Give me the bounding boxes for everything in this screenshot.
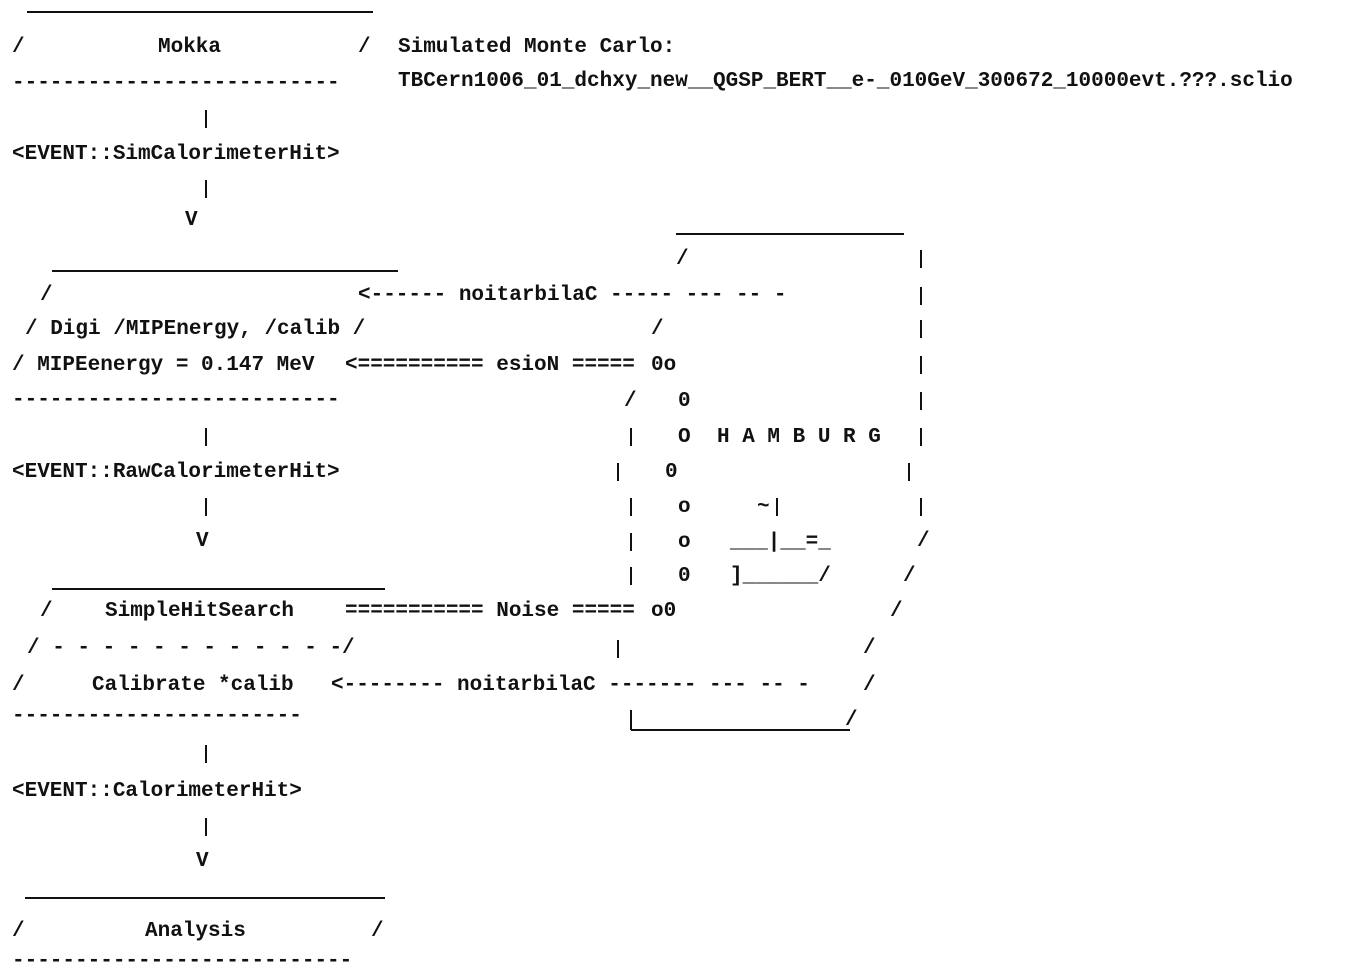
boat-deck: ___|__=_ <box>730 531 831 554</box>
hamburg-left-edge-6 <box>630 498 632 516</box>
hamburg-right-edge-12: / <box>863 637 876 660</box>
hamburg-right-edge-2 <box>920 287 922 305</box>
flow-pipe-4 <box>205 498 207 516</box>
hamburg-right-edge-10: / <box>903 565 916 588</box>
hit-box-divider: / - - - - - - - - - - - -/ <box>27 637 355 660</box>
mip-energy-label: / MIPEenergy = 0.147 MeV <box>12 354 315 377</box>
analysis-box-bottom-rule: --------------------------- <box>12 950 353 973</box>
hamburg-bubble-4: o <box>678 496 691 519</box>
hamburg-bubble-2: O <box>678 426 691 449</box>
mokka-box-left-slash: / <box>12 36 25 59</box>
hamburg-right-edge-11: / <box>890 600 903 623</box>
monte-carlo-file: TBCern1006_01_dchxy_new__QGSP_BERT__e-_0… <box>398 70 1293 93</box>
hamburg-right-edge-7 <box>908 463 910 481</box>
simple-hit-search-label: SimpleHitSearch <box>105 600 295 623</box>
hamburg-left-edge-7 <box>630 533 632 551</box>
flow-pipe-3 <box>205 428 207 446</box>
hamburg-bottom-rule <box>631 729 850 731</box>
analysis-box-right-slash: / <box>371 920 384 943</box>
mokka-box-top-rule <box>27 11 373 13</box>
digi-box-left-slash: / <box>40 284 53 307</box>
hamburg-label: H A M B U R G <box>717 426 881 449</box>
noise-link-bottom: =========== Noise ===== <box>345 600 635 623</box>
hamburg-right-edge-9: / <box>917 530 930 553</box>
hamburg-right-edge-5 <box>920 392 922 410</box>
hamburg-left-edge-3: / <box>624 390 637 413</box>
hit-box-left-slash-2: / <box>12 674 25 697</box>
hamburg-right-edge-4 <box>920 356 922 374</box>
hamburg-left-edge-9 <box>617 640 619 658</box>
hamburg-right-edge-6 <box>920 428 922 446</box>
hamburg-right-edge-8 <box>920 498 922 516</box>
hamburg-right-edge-3 <box>920 320 922 338</box>
calibration-link-top: <------ noitarbilaC ----- --- -- - <box>358 284 787 307</box>
hamburg-right-edge-13: / <box>863 674 876 697</box>
hamburg-left-edge-5 <box>617 463 619 481</box>
noise-link-top: <========== esioN ===== <box>345 354 635 377</box>
mokka-box-bottom-rule: -------------------------- <box>12 72 340 95</box>
hit-box-top-rule <box>52 588 385 590</box>
noise-bottom-bubbles: o0 <box>651 600 677 623</box>
flow-pipe-2 <box>205 180 207 198</box>
mokka-label: Mokka <box>158 36 222 59</box>
hamburg-left-edge-1: / <box>676 248 689 271</box>
sim-calorimeter-hit: <EVENT::SimCalorimeterHit> <box>12 143 340 166</box>
hamburg-bottom-left-edge <box>630 710 632 730</box>
hit-box-left-slash: / <box>40 600 53 623</box>
flow-arrow-down-2: V <box>196 530 209 553</box>
hamburg-bubble-3: 0 <box>665 461 678 484</box>
hit-box-bottom-rule: ----------------------- <box>12 705 302 728</box>
flow-pipe-6 <box>205 818 207 836</box>
hamburg-bubble-6: 0 <box>678 565 691 588</box>
digi-box-bottom-rule: -------------------------- <box>12 389 340 412</box>
raw-calorimeter-hit: <EVENT::RawCalorimeterHit> <box>12 461 340 484</box>
mokka-box-right-slash: / <box>358 36 371 59</box>
calibration-link-bottom: <-------- noitarbilaC ------- --- -- - <box>331 674 810 697</box>
boat-hull: ]______/ <box>730 565 831 588</box>
digi-label: / Digi /MIPEnergy, /calib / <box>25 318 366 341</box>
analysis-label: Analysis <box>145 920 246 943</box>
tilde-icon: ~ <box>757 496 770 519</box>
analysis-box-left-slash: / <box>12 920 25 943</box>
hamburg-bubble-5: o <box>678 531 691 554</box>
calibrate-label: Calibrate *calib <box>92 674 294 697</box>
digi-box-top-rule <box>52 270 398 272</box>
hamburg-bubble-1: 0 <box>678 390 691 413</box>
flow-pipe-1 <box>205 110 207 128</box>
analysis-box-top-rule <box>25 897 385 899</box>
hamburg-top-rule <box>676 233 904 235</box>
hamburg-left-edge-2: / <box>651 318 664 341</box>
hamburg-bottom-right-edge: / <box>845 709 858 732</box>
noise-top-bubbles: 0o <box>651 354 677 377</box>
flow-arrow-down-3: V <box>196 850 209 873</box>
monte-carlo-label: Simulated Monte Carlo: <box>398 36 676 59</box>
hamburg-left-edge-8 <box>630 567 632 585</box>
flow-arrow-down-1: V <box>185 209 198 232</box>
boat-mast <box>776 498 778 516</box>
calorimeter-hit: <EVENT::CalorimeterHit> <box>12 780 302 803</box>
hamburg-right-edge-1 <box>920 250 922 268</box>
flow-pipe-5 <box>205 745 207 763</box>
hamburg-left-edge-4 <box>630 428 632 446</box>
